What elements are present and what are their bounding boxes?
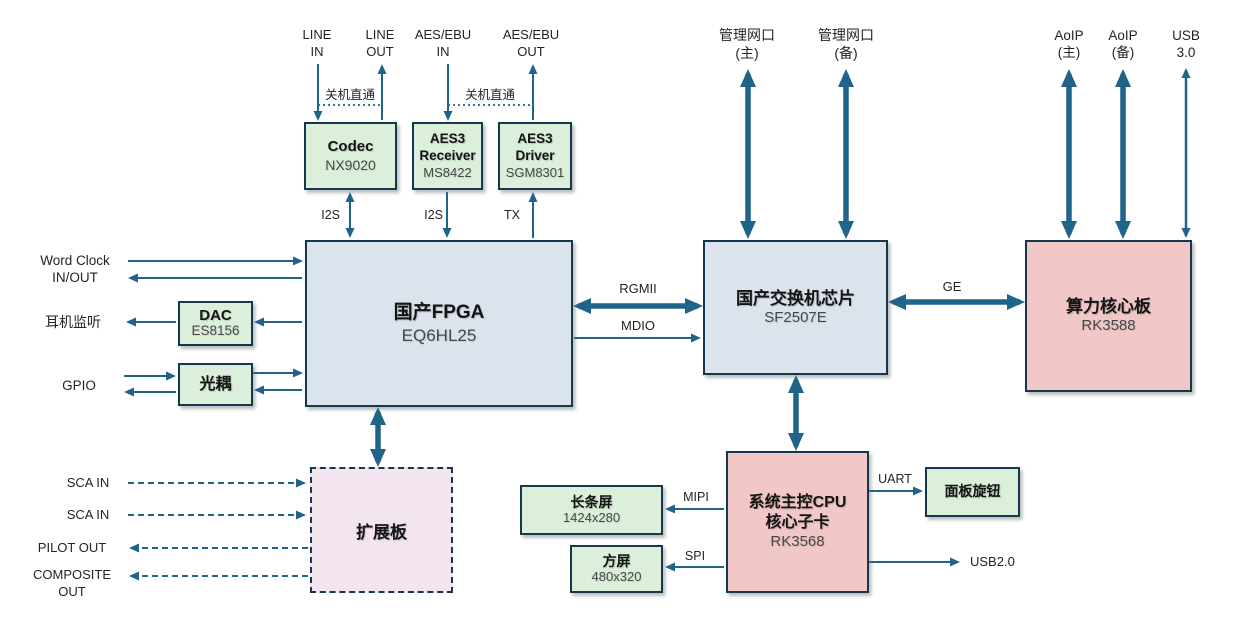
compute-board-part: RK3588 <box>1081 317 1136 335</box>
dac-box: DAC ES8156 <box>178 301 253 346</box>
fpga-part: EQ6HL25 <box>401 325 477 345</box>
cpu-title: 系统主控CPU <box>748 493 847 511</box>
label-gpio: GPIO <box>62 378 96 393</box>
label-composite-out: COMPOSITE OUT <box>32 567 111 599</box>
label-tx: TX <box>504 208 520 222</box>
label-bypass-left: 关机直通 <box>324 88 375 102</box>
label-aoip-main: AoIP (主) <box>1054 28 1084 61</box>
aes3-receiver-part: MS8422 <box>423 164 472 180</box>
dac-part: ES8156 <box>191 323 240 339</box>
aes3-driver-title: AES3 Driver <box>515 131 555 163</box>
switch-box: 国产交换机芯片 SF2507E <box>703 240 888 375</box>
label-spi: SPI <box>684 549 706 563</box>
label-mipi: MIPI <box>683 490 709 504</box>
switch-part: SF2507E <box>764 308 827 326</box>
label-mgmt-main: 管理网口 (主) <box>719 27 775 61</box>
label-mgmt-backup: 管理网口 (备) <box>818 27 874 61</box>
label-rgmii: RGMII <box>619 281 657 296</box>
label-usb3: USB 3.0 <box>1172 28 1200 61</box>
aes3-driver-box: AES3 Driver SGM8301 <box>498 122 572 190</box>
cpu-part: RK3568 <box>770 532 825 550</box>
compute-board-title: 算力核心板 <box>1066 297 1151 316</box>
label-headphone-monitor: 耳机监听 <box>45 314 101 330</box>
cpu-box: 系统主控CPU 核心子卡 RK3568 <box>726 451 869 593</box>
label-uart: UART <box>878 472 912 486</box>
fpga-box: 国产FPGA EQ6HL25 <box>305 240 573 407</box>
label-i2s-receiver: I2S <box>424 208 443 222</box>
square-screen-title: 方屏 <box>602 553 631 570</box>
long-screen-box: 长条屏 1424x280 <box>520 485 663 535</box>
label-pilot-out: PILOT OUT <box>37 540 107 555</box>
square-screen-part: 480x320 <box>591 568 642 584</box>
square-screen-box: 方屏 480x320 <box>570 545 663 593</box>
expansion-box: 扩展板 <box>310 467 453 593</box>
label-line-out: LINE OUT <box>365 27 395 59</box>
label-bypass-right: 关机直通 <box>464 88 515 102</box>
label-aes-out: AES/EBU OUT <box>502 27 560 59</box>
panel-knob-box: 面板旋钮 <box>925 467 1020 517</box>
label-ge: GE <box>942 279 962 294</box>
label-usb2: USB2.0 <box>970 554 1015 569</box>
label-word-clock: Word Clock IN/OUT <box>40 253 110 286</box>
label-line-in: LINE IN <box>302 27 332 59</box>
switch-title: 国产交换机芯片 <box>736 288 855 308</box>
fpga-title: 国产FPGA <box>393 302 485 323</box>
optocoupler-title: 光耦 <box>199 375 232 393</box>
long-screen-part: 1424x280 <box>562 509 621 525</box>
codec-part: NX9020 <box>325 156 376 173</box>
label-i2s-codec: I2S <box>321 208 340 222</box>
aes3-receiver-title: AES3 Receiver <box>419 131 476 163</box>
label-aoip-backup: AoIP (备) <box>1108 28 1138 61</box>
label-sca-in-2: SCA IN <box>66 507 110 522</box>
expansion-title: 扩展板 <box>356 522 407 542</box>
label-sca-in-1: SCA IN <box>66 475 110 490</box>
cpu-subtitle: 核心子卡 <box>765 513 830 531</box>
compute-board-box: 算力核心板 RK3588 <box>1025 240 1192 392</box>
codec-title: Codec <box>327 137 374 155</box>
dac-title: DAC <box>199 306 232 324</box>
long-screen-title: 长条屏 <box>570 494 613 511</box>
panel-knob-title: 面板旋钮 <box>944 483 1001 500</box>
codec-box: Codec NX9020 <box>304 122 397 190</box>
aes3-receiver-box: AES3 Receiver MS8422 <box>412 122 483 190</box>
label-mdio: MDIO <box>621 318 655 333</box>
label-aes-in: AES/EBU IN <box>414 27 472 59</box>
aes3-driver-part: SGM8301 <box>505 164 565 180</box>
optocoupler-box: 光耦 <box>178 363 253 406</box>
